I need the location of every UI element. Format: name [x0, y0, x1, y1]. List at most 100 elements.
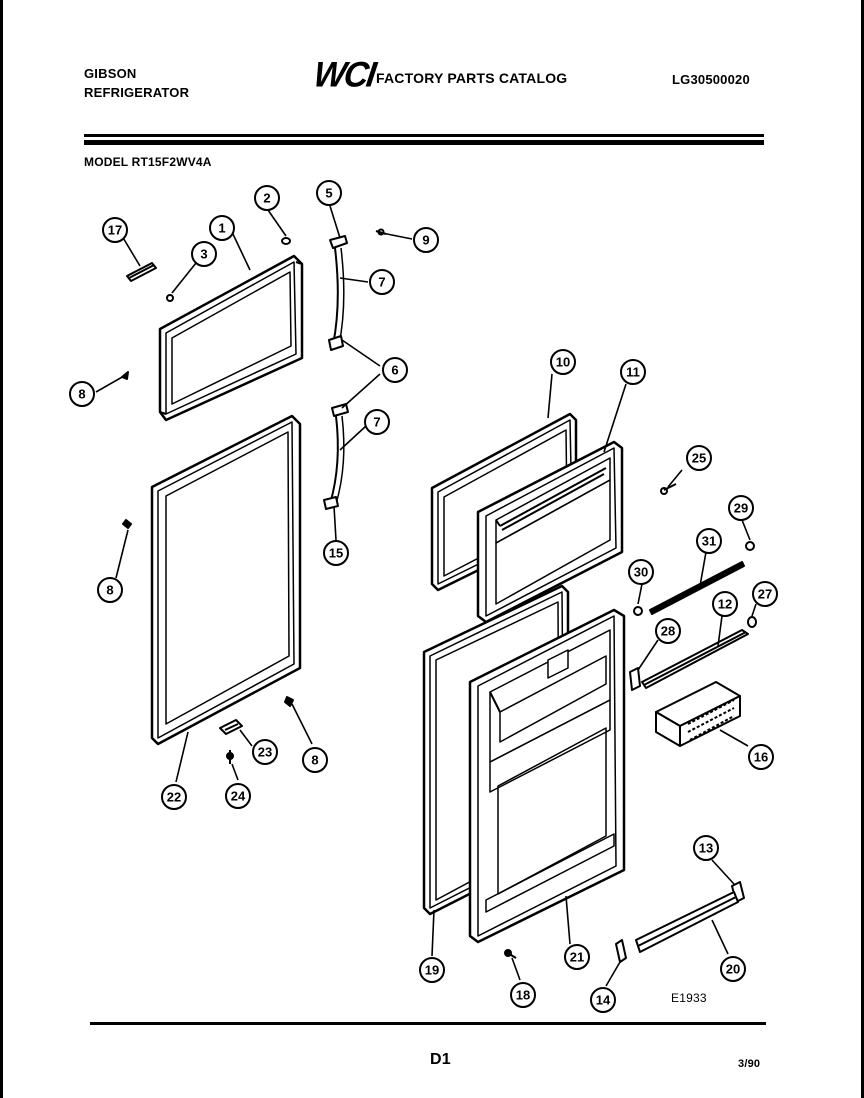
- callout-number: 12: [718, 597, 732, 612]
- callout-circle: [382, 357, 408, 383]
- callout-circle: [728, 495, 754, 521]
- catalog-title: FACTORY PARTS CATALOG: [376, 70, 568, 86]
- callout-c5: 5: [316, 180, 342, 206]
- callout-c29: 29: [728, 495, 754, 521]
- page-number: D1: [430, 1051, 451, 1068]
- callout-circle: [191, 241, 217, 267]
- callout-number: 2: [263, 191, 270, 206]
- part-17-trim: [126, 262, 157, 282]
- part-20-bottom-bar: [635, 891, 739, 953]
- callout-circle: [69, 381, 95, 407]
- callout-number: 8: [106, 583, 113, 598]
- callout-circle: [510, 982, 536, 1008]
- callout-number: 5: [325, 186, 332, 201]
- callout-number: 30: [634, 565, 648, 580]
- callout-c8c: 8: [302, 747, 328, 773]
- callout-c1: 1: [209, 215, 235, 241]
- callout-circle: [712, 591, 738, 617]
- callout-c10: 10: [550, 349, 576, 375]
- callout-c20: 20: [720, 956, 746, 982]
- callout-circle: [364, 409, 390, 435]
- callout-c27: 27: [752, 581, 778, 607]
- brand-line-2: REFRIGERATOR: [84, 85, 190, 100]
- callout-number: 21: [570, 950, 584, 965]
- callout-c14: 14: [590, 987, 616, 1013]
- callout-circle: [369, 269, 395, 295]
- part-25-screw: [660, 483, 677, 495]
- callout-number: 11: [626, 365, 640, 380]
- part-3-screw: [166, 294, 174, 302]
- date-code: 3/90: [738, 1058, 761, 1070]
- callout-c6: 6: [382, 357, 408, 383]
- callout-circle: [419, 957, 445, 983]
- part-30-cap: [633, 606, 643, 616]
- callout-circle: [550, 349, 576, 375]
- callout-number: 13: [699, 841, 713, 856]
- callout-c22: 22: [161, 784, 187, 810]
- callout-circle: [720, 956, 746, 982]
- document-number: LG30500020: [672, 72, 750, 87]
- callout-number: 8: [311, 753, 318, 768]
- callout-circle: [225, 783, 251, 809]
- callout-number: 8: [78, 387, 85, 402]
- part-21-fresh-food-door-liner: [468, 608, 626, 944]
- part-24-screw: [226, 750, 234, 764]
- callout-number: 23: [258, 745, 272, 760]
- callout-number: 27: [758, 587, 772, 602]
- part-28-clip: [629, 667, 641, 691]
- callout-number: 20: [726, 962, 740, 977]
- part-8-screw-b: [122, 519, 132, 529]
- part-14-cap: [615, 939, 627, 963]
- brand-line-1: GIBSON: [84, 66, 137, 81]
- callout-circle: [628, 559, 654, 585]
- callout-c7a: 7: [369, 269, 395, 295]
- figure-code: E1933: [671, 991, 707, 1005]
- callout-c3: 3: [191, 241, 217, 267]
- callout-number: 14: [596, 993, 611, 1008]
- callout-circle: [686, 445, 712, 471]
- part-27-cap: [747, 616, 757, 628]
- callout-circle: [752, 581, 778, 607]
- callout-c8b: 8: [97, 577, 123, 603]
- part-7-lower-bar: [323, 403, 349, 510]
- part-22-fresh-food-gasket: [150, 414, 302, 746]
- callout-c16: 16: [748, 744, 774, 770]
- callout-number: 7: [378, 275, 385, 290]
- callout-c8a: 8: [69, 381, 95, 407]
- header-rule-thick: [84, 140, 764, 145]
- callout-circle: [254, 185, 280, 211]
- callout-c13: 13: [693, 835, 719, 861]
- callout-number: 9: [422, 233, 429, 248]
- callout-c28: 28: [655, 618, 681, 644]
- model-number: MODEL RT15F2WV4A: [84, 155, 212, 169]
- callout-circle: [161, 784, 187, 810]
- callout-c21: 21: [564, 944, 590, 970]
- callout-number: 10: [556, 355, 570, 370]
- callout-c23: 23: [252, 739, 278, 765]
- callout-number: 15: [329, 546, 343, 561]
- part-11-freezer-door-liner: [476, 440, 624, 624]
- callout-number: 16: [754, 750, 768, 765]
- callout-circle: [748, 744, 774, 770]
- callout-circle: [316, 180, 342, 206]
- callout-circle: [620, 359, 646, 385]
- callout-circle: [302, 747, 328, 773]
- callout-number: 18: [516, 988, 530, 1003]
- callout-circle: [102, 217, 128, 243]
- callout-number: 29: [734, 501, 748, 516]
- part-23-hinge: [219, 719, 243, 735]
- callout-number: 25: [692, 451, 706, 466]
- callout-circle: [252, 739, 278, 765]
- callout-number: 1: [218, 221, 225, 236]
- callout-c11: 11: [620, 359, 646, 385]
- callout-number: 17: [108, 223, 122, 238]
- callout-number: 31: [702, 534, 716, 549]
- part-8-screw-c: [284, 696, 294, 707]
- callout-c19: 19: [419, 957, 445, 983]
- callout-circle: [655, 618, 681, 644]
- leader-lines: [95, 205, 757, 987]
- callout-c15: 15: [323, 540, 349, 566]
- callout-circle: [413, 227, 439, 253]
